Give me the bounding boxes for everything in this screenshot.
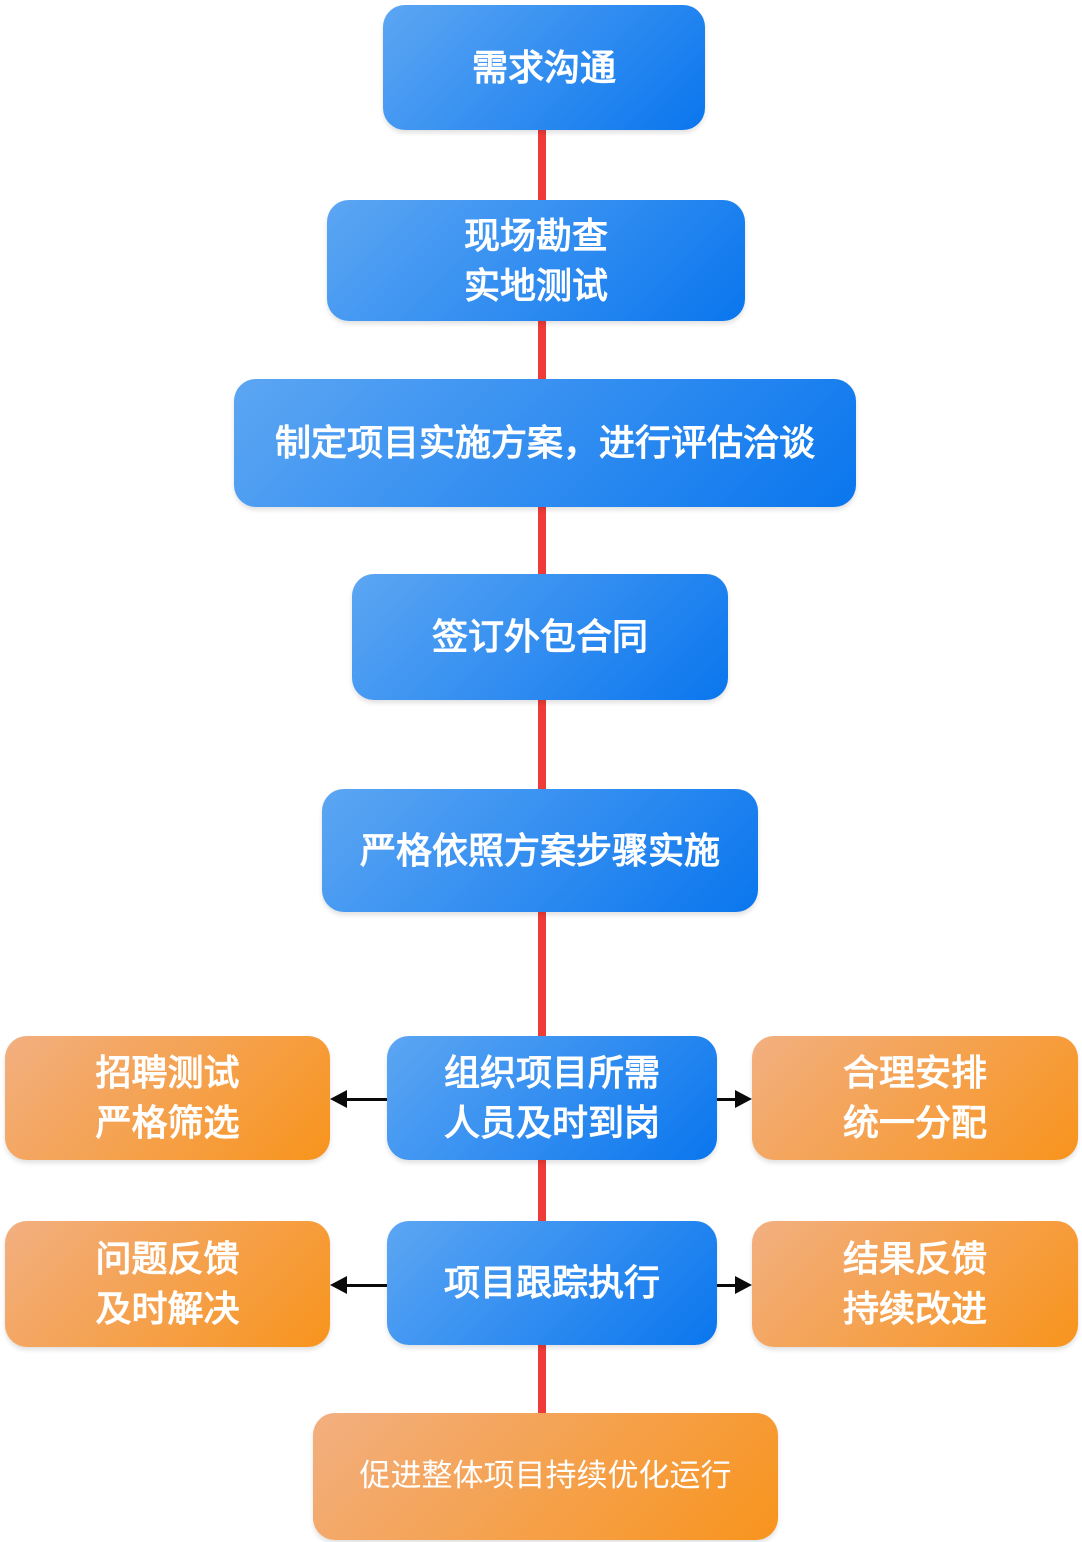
node-label: 合理安排 统一分配 <box>842 1052 987 1143</box>
node-recruitment-screening: 招聘测试 严格筛选 <box>5 1036 330 1160</box>
node-sign-outsourcing-contract: 签订外包合同 <box>352 574 728 700</box>
node-implementation-plan-evaluation: 制定项目实施方案，进行评估洽谈 <box>234 379 856 507</box>
node-strict-step-implementation: 严格依照方案步骤实施 <box>322 789 758 912</box>
node-label: 问题反馈 及时解决 <box>95 1238 240 1329</box>
node-project-tracking-execution: 项目跟踪执行 <box>387 1221 717 1345</box>
node-organize-project-staffing: 组织项目所需 人员及时到岗 <box>387 1036 717 1160</box>
node-label: 结果反馈 持续改进 <box>842 1238 987 1329</box>
node-label: 招聘测试 严格筛选 <box>95 1052 240 1143</box>
node-label: 严格依照方案步骤实施 <box>359 829 720 871</box>
node-label: 项目跟踪执行 <box>443 1262 660 1304</box>
node-label: 制定项目实施方案，进行评估洽谈 <box>274 422 815 464</box>
arrow-row2-left-head-icon <box>330 1276 347 1294</box>
node-site-survey-field-test: 现场勘查 实地测试 <box>327 200 745 321</box>
main-flow-connector-line <box>538 128 546 1413</box>
node-continuous-optimization: 促进整体项目持续优化运行 <box>313 1413 778 1540</box>
node-result-feedback-improvement: 结果反馈 持续改进 <box>752 1221 1078 1347</box>
arrow-row1-right-head-icon <box>735 1090 752 1108</box>
node-label: 组织项目所需 人员及时到岗 <box>443 1052 660 1143</box>
node-label: 签订外包合同 <box>431 616 648 658</box>
node-label: 需求沟通 <box>471 46 616 88</box>
node-label: 促进整体项目持续优化运行 <box>359 1458 732 1494</box>
node-label: 现场勘查 实地测试 <box>463 214 608 306</box>
node-issue-feedback-resolution: 问题反馈 及时解决 <box>5 1221 330 1347</box>
arrow-row2-right-head-icon <box>735 1276 752 1294</box>
node-requirements-communication: 需求沟通 <box>383 5 705 130</box>
arrow-row2-right-shaft <box>717 1284 737 1287</box>
arrow-row1-left-head-icon <box>330 1090 347 1108</box>
node-reasonable-arrangement: 合理安排 统一分配 <box>752 1036 1078 1160</box>
arrow-row2-left-shaft <box>344 1284 387 1287</box>
arrow-row1-left-shaft <box>344 1098 387 1101</box>
arrow-row1-right-shaft <box>717 1098 737 1101</box>
